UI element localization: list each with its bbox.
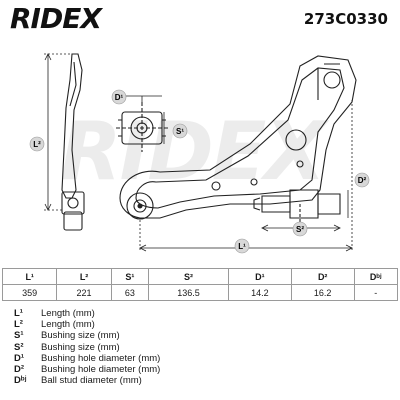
spec-value: 136.5 — [148, 284, 229, 301]
legend-desc: Length (mm) — [41, 308, 95, 319]
spec-header-row: L¹ L² S¹ S² D¹ D² Dᵇʲ — [1, 268, 399, 285]
legend-desc: Bushing hole diameter (mm) — [41, 363, 161, 375]
spec-header: D² — [290, 268, 355, 285]
legend-item: S¹ Bushing size (mm) — [14, 330, 394, 341]
svg-text:L²: L² — [33, 140, 41, 149]
spec-value-row: 359 221 63 136.5 14.2 16.2 - — [1, 284, 399, 301]
technical-drawing: D¹ S¹ L² D² S² L¹ — [29, 53, 370, 254]
part-number: 273C0330 — [303, 10, 388, 28]
spec-header: Dᵇʲ — [353, 268, 399, 285]
spec-value: 16.2 — [290, 284, 355, 301]
legend-desc: Bushing size (mm) — [41, 341, 120, 353]
legend-desc: Ball stud diameter (mm) — [41, 375, 142, 387]
legend-item: Dᵇʲ Ball stud diameter (mm) — [14, 375, 394, 386]
callout-s2: S² — [292, 221, 308, 237]
callout-d2: D² — [354, 172, 370, 188]
spec-header: S¹ — [110, 268, 150, 285]
legend-item: S² Bushing size (mm) — [14, 342, 394, 353]
callout-l2: L² — [29, 136, 45, 152]
legend-key: S² — [14, 341, 24, 353]
callout-s1: S¹ — [172, 123, 188, 139]
arm-top-view — [119, 55, 357, 232]
bushing-detail — [116, 102, 168, 152]
svg-text:S¹: S¹ — [176, 127, 184, 136]
legend-item: D² Bushing hole diameter (mm) — [14, 364, 394, 375]
spec-value: 221 — [56, 284, 112, 301]
legend: L¹ Length (mm) L² Length (mm) S¹ Bushing… — [14, 308, 394, 386]
spec-header: D¹ — [227, 268, 292, 285]
spec-value: 359 — [1, 284, 58, 301]
spec-header: S² — [148, 268, 229, 285]
dimension-lines — [44, 53, 353, 252]
svg-text:L¹: L¹ — [238, 242, 246, 251]
header: RIDEX 273C0330 — [0, 0, 400, 40]
legend-desc: Bushing size (mm) — [41, 330, 120, 342]
svg-text:D²: D² — [358, 176, 367, 185]
callout-d1: D¹ — [111, 89, 127, 105]
callout-l1: L¹ — [234, 238, 250, 254]
spec-table: L¹ L² S¹ S² D¹ D² Dᵇʲ 359 221 63 136.5 1… — [1, 268, 399, 301]
legend-key: Dᵇʲ — [14, 375, 27, 387]
legend-key: L¹ — [14, 308, 23, 319]
legend-key: D¹ — [14, 352, 25, 364]
legend-key: S¹ — [14, 330, 24, 342]
legend-item: L¹ Length (mm) — [14, 308, 394, 319]
legend-desc: Length (mm) — [41, 319, 95, 331]
arm-side-view — [61, 53, 85, 231]
brand-logo: RIDEX — [10, 2, 102, 35]
svg-text:S²: S² — [296, 225, 304, 234]
spec-header: L² — [56, 268, 112, 285]
legend-item: D¹ Bushing hole diameter (mm) — [14, 353, 394, 364]
legend-key: L² — [14, 319, 23, 331]
spec-value: 63 — [110, 284, 150, 301]
spec-value: - — [353, 284, 399, 301]
spec-header: L¹ — [1, 268, 58, 285]
spec-value: 14.2 — [227, 284, 292, 301]
svg-text:D¹: D¹ — [115, 93, 124, 102]
watermark: RIDEX — [60, 105, 326, 198]
legend-key: D² — [14, 363, 25, 375]
legend-item: L² Length (mm) — [14, 319, 394, 330]
legend-desc: Bushing hole diameter (mm) — [41, 352, 161, 364]
